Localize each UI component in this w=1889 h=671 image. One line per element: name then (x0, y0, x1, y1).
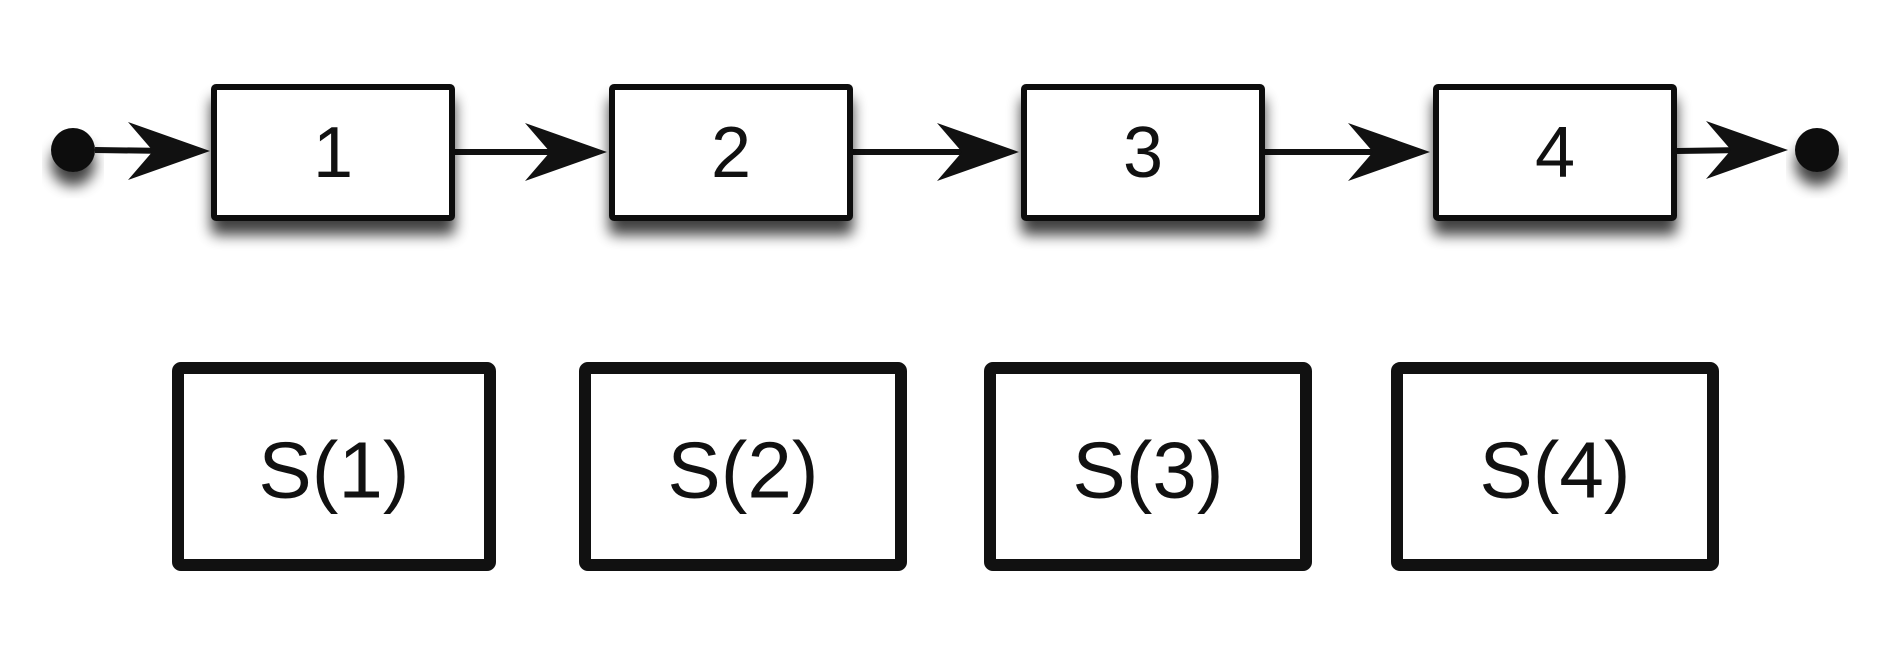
end-node (1795, 128, 1839, 172)
state-box-3 (984, 362, 1312, 571)
state-box-4-label: S(4) (1479, 426, 1630, 515)
process-node-3 (1021, 84, 1265, 221)
state-box-1-label: S(1) (258, 426, 409, 515)
process-node-4 (1433, 84, 1677, 221)
process-node-2 (609, 84, 853, 221)
start-node (51, 128, 95, 172)
edge-1-2 (454, 123, 607, 181)
process-node-4-label: 4 (1535, 113, 1575, 193)
process-node-1-label: 1 (313, 113, 353, 193)
state-box-3-label: S(3) (1072, 426, 1223, 515)
edge-start-1 (94, 122, 210, 180)
state-box-4 (1391, 362, 1719, 571)
process-node-3-label: 3 (1123, 113, 1163, 193)
state-box-2-label: S(2) (667, 426, 818, 515)
edge-4-end (1676, 121, 1788, 179)
state-box-1 (172, 362, 496, 571)
edge-2-3 (852, 123, 1019, 181)
process-node-1 (211, 84, 455, 221)
edge-3-4 (1265, 123, 1430, 181)
process-node-2-label: 2 (711, 113, 751, 193)
state-box-2 (579, 362, 907, 571)
